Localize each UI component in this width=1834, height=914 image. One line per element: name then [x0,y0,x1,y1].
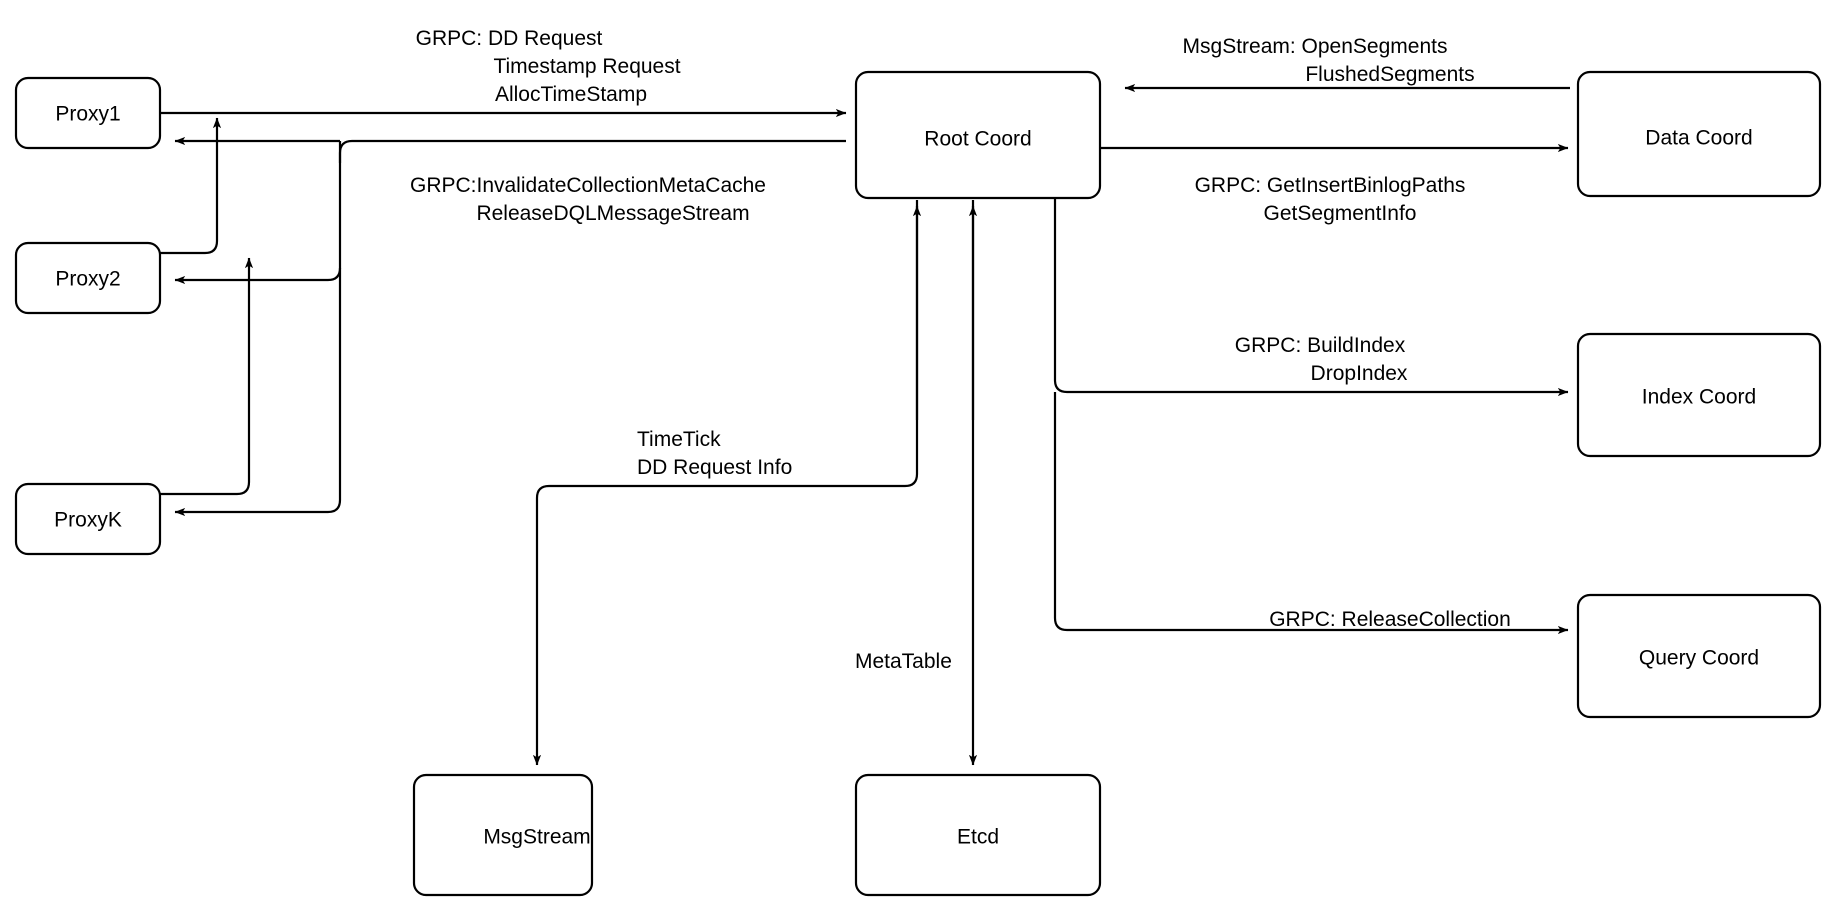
node-root-coord[interactable]: Root Coord [854,70,1102,200]
node-query-coord[interactable]: Query Coord [1576,593,1822,719]
label-proxy-to-root-line3: AllocTimeStamp [495,83,647,106]
node-index-coord-label: Index Coord [1642,386,1756,409]
edge-proxy2-to-trunk [160,117,222,255]
node-proxy2-box[interactable] [14,241,162,315]
edge-rootcoord-to-querycoord [1053,392,1569,635]
edge-proxyk-to-trunk [160,257,254,496]
node-proxy1-box[interactable] [14,76,162,150]
label-root-to-datacoord-line1: GRPC: GetInsertBinlogPaths [1195,174,1466,197]
node-msgstream[interactable]: MsgStream [412,773,594,897]
label-proxy-to-root-line2: Timestamp Request [493,55,680,78]
node-proxyk-box[interactable] [14,482,162,556]
node-root-coord-label: Root Coord [924,128,1031,151]
node-msgstream-label: MsgStream [483,826,590,849]
node-data-coord-box[interactable] [1576,70,1822,198]
label-root-to-indexcoord-line1: GRPC: BuildIndex [1235,334,1406,357]
node-proxyk-label: ProxyK [54,509,122,532]
node-root-coord-box[interactable] [854,70,1102,200]
node-proxy2[interactable]: Proxy2 [14,241,162,315]
label-root-to-querycoord-line1: GRPC: ReleaseCollection [1269,608,1511,631]
node-data-coord-label: Data Coord [1645,127,1752,150]
label-datacoord-to-root-line1: MsgStream: OpenSegments [1183,35,1448,58]
edge-rootcoord-to-proxy1 [338,139,846,163]
label-proxy-to-root-line1: GRPC: DD Request [416,27,603,50]
label-root-to-indexcoord-line2: DropIndex [1311,362,1408,385]
node-etcd[interactable]: Etcd [854,773,1102,897]
label-root-to-datacoord-line2: GetSegmentInfo [1264,202,1417,225]
node-proxy1[interactable]: Proxy1 [14,76,162,150]
label-root-to-proxy-line1: GRPC:InvalidateCollectionMetaCache [410,174,766,197]
label-root-to-msgstream-line1: TimeTick [637,428,721,451]
edge-rootcoord-return-trunk [174,141,342,517]
label-root-to-msgstream-line2: DD Request Info [637,456,792,479]
node-data-coord[interactable]: Data Coord [1576,70,1822,198]
label-root-to-proxy-line2: ReleaseDQLMessageStream [476,202,749,225]
node-etcd-box[interactable] [854,773,1102,897]
node-etcd-label: Etcd [957,826,999,849]
node-query-coord-label: Query Coord [1639,647,1759,670]
node-msgstream-box[interactable] [412,773,594,897]
label-datacoord-to-root-line2: FlushedSegments [1305,63,1474,86]
edge-rootcoord-to-msgstream [532,200,919,766]
edge-rootcoord-to-proxy2 [174,267,342,285]
label-root-to-etcd-line1: MetaTable [855,650,952,673]
node-proxy1-label: Proxy1 [55,103,120,126]
node-proxyk[interactable]: ProxyK [14,482,162,556]
node-proxy2-label: Proxy2 [55,268,120,291]
node-index-coord-box[interactable] [1576,332,1822,458]
node-index-coord[interactable]: Index Coord [1576,332,1822,458]
node-query-coord-box[interactable] [1576,593,1822,719]
